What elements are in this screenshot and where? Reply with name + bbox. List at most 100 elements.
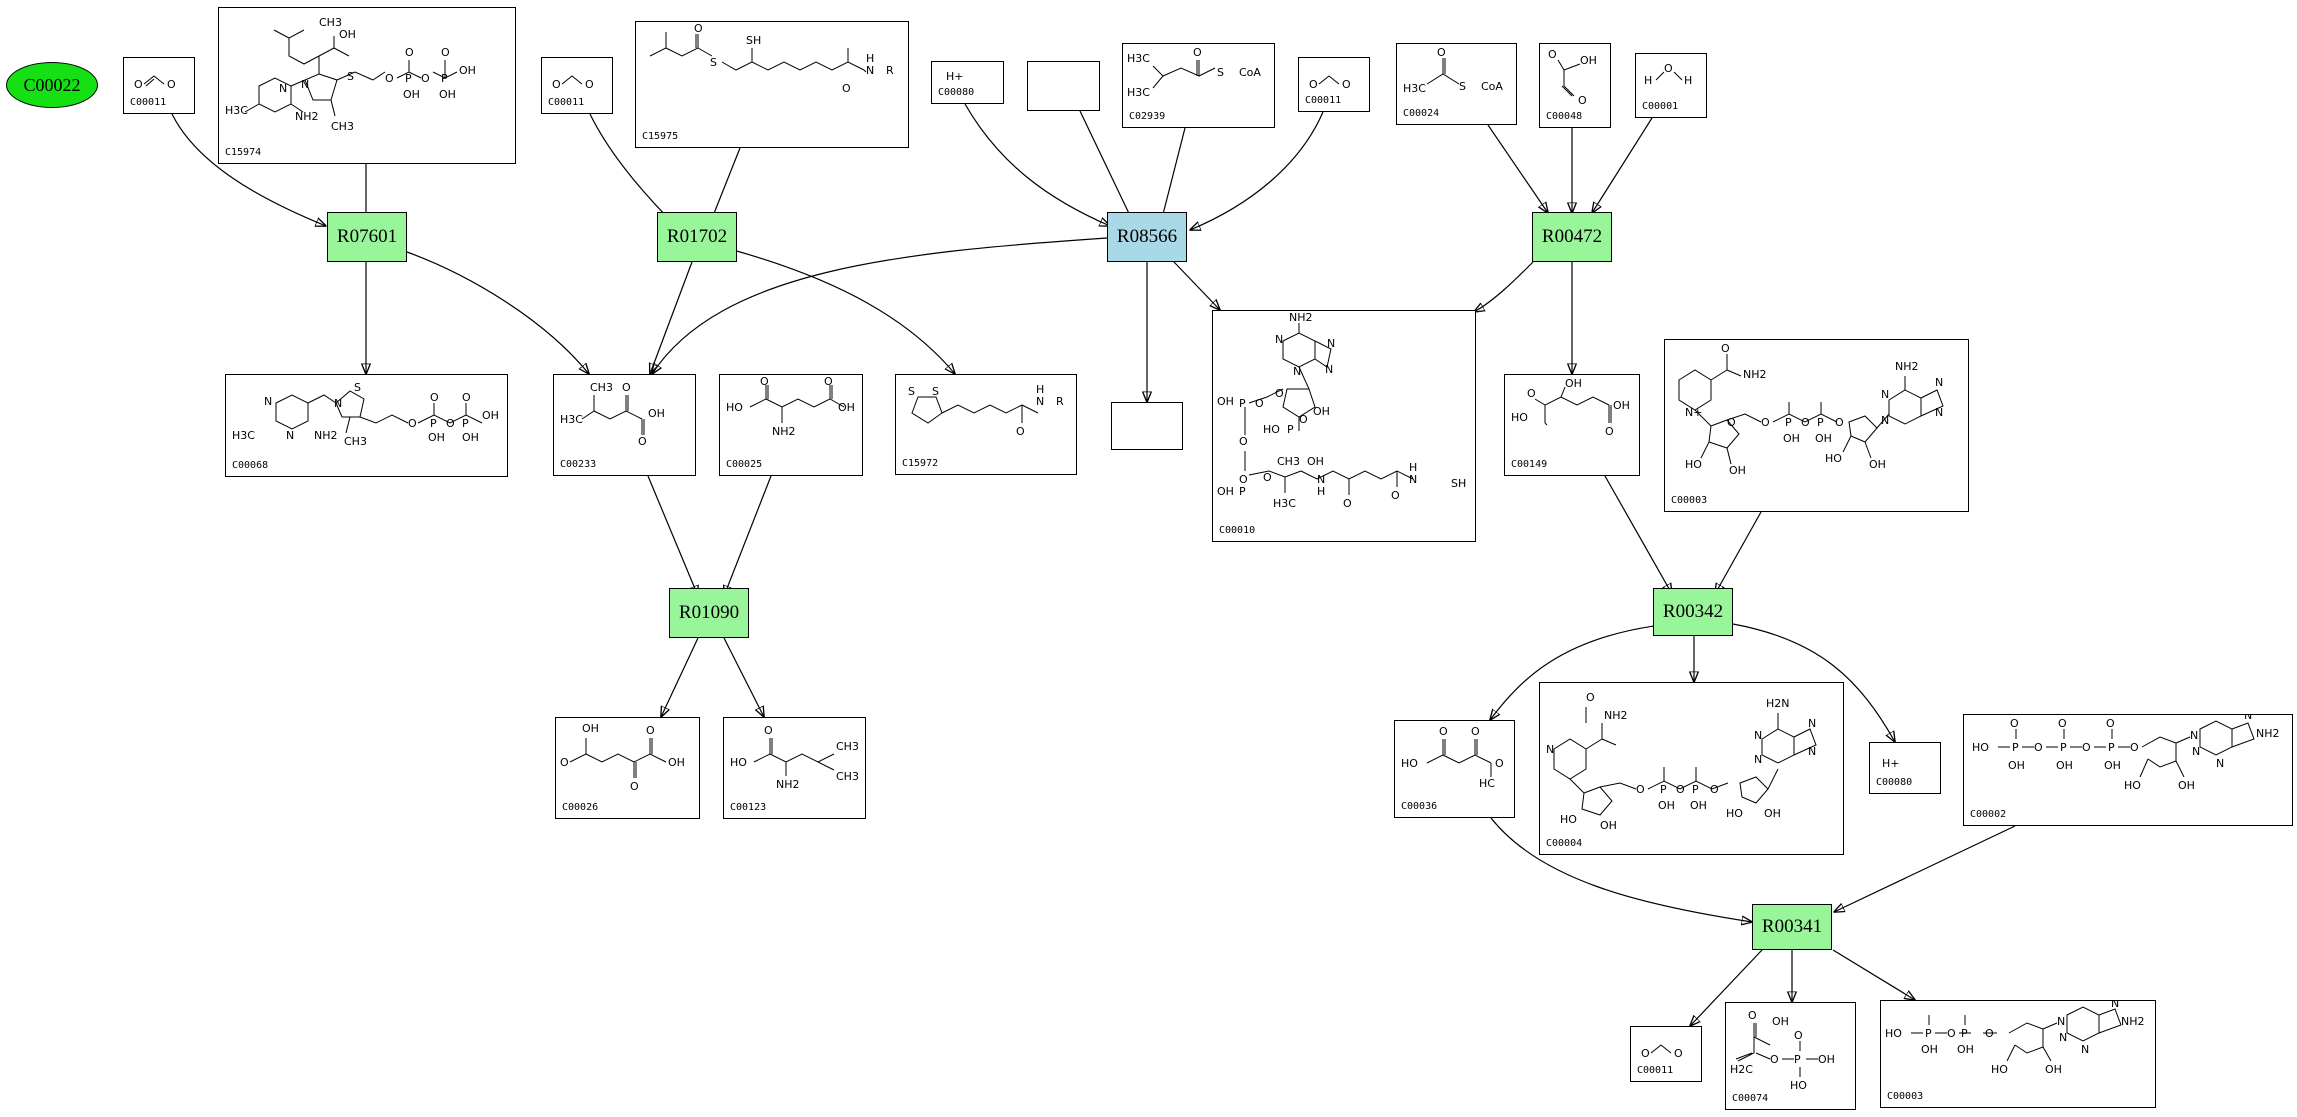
reaction-r00342[interactable]: R00342	[1653, 588, 1733, 636]
compound-c15972[interactable]: S S N H R O C15972	[895, 374, 1077, 475]
edge-c00025-r01090	[724, 475, 772, 596]
svg-text:N: N	[1327, 337, 1335, 350]
svg-text:R: R	[1056, 395, 1064, 408]
structure-c00011: O O	[1641, 1044, 1683, 1060]
compound-unlabeled[interactable]	[1027, 61, 1100, 111]
structure-c00026: OH O O O OH	[560, 722, 685, 793]
compound-c00003[interactable]: HO P O P O OH OH N N NH2 N N HO OH C0000…	[1880, 1000, 2156, 1108]
compound-c00002[interactable]: O O O HO P O P O P O OH OH OH N N NH2 N …	[1963, 714, 2293, 826]
svg-text:N: N	[2057, 1015, 2065, 1028]
svg-text:O: O	[1016, 425, 1025, 438]
svg-text:N: N	[1325, 363, 1333, 376]
compound-c00048[interactable]: O OH O C00048	[1539, 43, 1611, 128]
svg-text:OH: OH	[1313, 405, 1330, 418]
svg-text:O: O	[134, 78, 143, 91]
svg-text:NH2: NH2	[2256, 727, 2280, 740]
compound-id: C15972	[902, 458, 939, 469]
edge-r01090-c00026	[661, 637, 699, 717]
compound-c00010[interactable]: NH2 N N N N OH O P O HO P O OH O O P OH …	[1212, 310, 1476, 542]
svg-text:S: S	[710, 56, 717, 69]
svg-text:H+: H+	[1882, 757, 1900, 770]
svg-text:HO: HO	[1972, 741, 1989, 754]
compound-c00024[interactable]: H3C O S CoA C00024	[1396, 43, 1517, 125]
compound-c02939[interactable]: H3C H3C O S CoA C02939	[1122, 43, 1275, 128]
reaction-r07601[interactable]: R07601	[327, 212, 407, 262]
svg-text:OH: OH	[1565, 377, 1582, 390]
svg-text:O: O	[1471, 725, 1480, 738]
compound-c00011[interactable]: O O C00011	[123, 57, 195, 114]
compound-c00068[interactable]: N N H3C NH2 S N CH3 O P O P OH O OH O OH…	[225, 374, 508, 477]
svg-text:HO: HO	[1726, 807, 1743, 820]
svg-text:OH: OH	[1600, 819, 1617, 832]
compound-c00080[interactable]: H+ C00080	[1869, 742, 1941, 794]
edge-c00149-r00342	[1604, 475, 1672, 594]
svg-text:NH2: NH2	[776, 778, 800, 791]
reaction-r01702[interactable]: R01702	[657, 212, 737, 262]
compound-c00149[interactable]: OH O HO O OH C00149	[1504, 374, 1640, 476]
svg-text:OH: OH	[1764, 807, 1781, 820]
seed-compound-c00022[interactable]: C00022	[6, 62, 98, 108]
svg-text:N: N	[2216, 757, 2224, 770]
svg-text:P: P	[1239, 485, 1246, 498]
svg-text:H3C: H3C	[225, 104, 248, 117]
svg-text:OH: OH	[582, 722, 599, 735]
compound-id: C00068	[232, 460, 269, 471]
svg-text:NH2: NH2	[1895, 360, 1919, 373]
svg-text:CoA: CoA	[1239, 66, 1261, 79]
svg-text:O: O	[1761, 416, 1770, 429]
compound-c15975[interactable]: S SH O N H R O C15975	[635, 21, 909, 148]
compound-id: C15974	[225, 147, 262, 158]
svg-text:O: O	[1437, 46, 1446, 59]
edge-empty-r08566	[1079, 110, 1135, 226]
svg-text:O: O	[646, 724, 655, 737]
svg-text:N: N	[1935, 376, 1943, 389]
compound-c00004[interactable]: O NH2 N H2N N N N N O P O P O OH OH HO O…	[1539, 682, 1844, 855]
reaction-r01090[interactable]: R01090	[669, 588, 749, 638]
svg-text:OH: OH	[1613, 399, 1630, 412]
compound-c00025[interactable]: O HO NH2 O OH C00025	[719, 374, 863, 476]
svg-text:OH: OH	[462, 431, 479, 444]
compound-c15974[interactable]: CH3 OH S N N NH2 CH3 H3C O P O P OH O OH…	[218, 7, 516, 164]
edge-r08566-c00010	[1173, 261, 1220, 310]
svg-text:P: P	[441, 72, 448, 85]
compound-c00011[interactable]: O O C00011	[1630, 1026, 1702, 1082]
reaction-r00472[interactable]: R00472	[1532, 212, 1612, 262]
edge-c00011-r08566	[1190, 111, 1324, 230]
compound-c00011[interactable]: O O C00011	[541, 57, 613, 114]
svg-text:SH: SH	[746, 34, 761, 47]
compound-c00003[interactable]: O NH2 N+ NH2 N N N N O P O P O OH OH O H…	[1664, 339, 1969, 512]
structure-c00149: OH O HO O OH	[1511, 377, 1630, 438]
svg-text:H3C: H3C	[1273, 497, 1296, 510]
compound-c00074[interactable]: O OH H2C O P OH O HO C00074	[1725, 1002, 1856, 1110]
compound-c00036[interactable]: O HO O O HC C00036	[1394, 720, 1515, 818]
compound-c00233[interactable]: CH3 H3C O OH O C00233	[553, 374, 696, 476]
svg-text:OH: OH	[1783, 432, 1800, 445]
compound-c00011[interactable]: O O C00011	[1298, 57, 1370, 112]
svg-text:P: P	[2060, 741, 2067, 754]
svg-text:OH: OH	[668, 756, 685, 769]
reaction-r08566[interactable]: R08566	[1107, 212, 1187, 262]
svg-text:O: O	[2082, 741, 2091, 754]
svg-text:N: N	[334, 397, 342, 410]
svg-text:N: N	[301, 78, 309, 91]
compound-c00026[interactable]: OH O O O OH C00026	[555, 717, 700, 819]
compound-c00080[interactable]: H+ C00080	[931, 61, 1004, 104]
svg-text:SH: SH	[1451, 477, 1466, 490]
svg-text:O: O	[1343, 497, 1352, 510]
structure-c00048: O OH O	[1548, 48, 1597, 107]
compound-c00001[interactable]: H O H C00001	[1635, 53, 1707, 118]
edge-r01702-c00233	[650, 261, 693, 374]
compound-c00123[interactable]: O HO NH2 CH3 CH3 C00123	[723, 717, 866, 819]
edge-c00233-r01090	[647, 475, 698, 596]
svg-text:OH: OH	[1772, 1015, 1789, 1028]
svg-text:N: N	[286, 429, 294, 442]
compound-id: C00011	[1637, 1065, 1674, 1076]
svg-text:P: P	[1961, 1027, 1968, 1040]
compound-unlabeled[interactable]	[1111, 402, 1183, 450]
reaction-r00341[interactable]: R00341	[1752, 904, 1832, 950]
svg-text:HO: HO	[1825, 452, 1842, 465]
structure-c02939: H3C H3C O S CoA	[1127, 46, 1261, 99]
compound-id: C00074	[1732, 1093, 1769, 1104]
svg-text:N: N	[866, 64, 874, 77]
svg-text:CH3: CH3	[331, 120, 354, 133]
